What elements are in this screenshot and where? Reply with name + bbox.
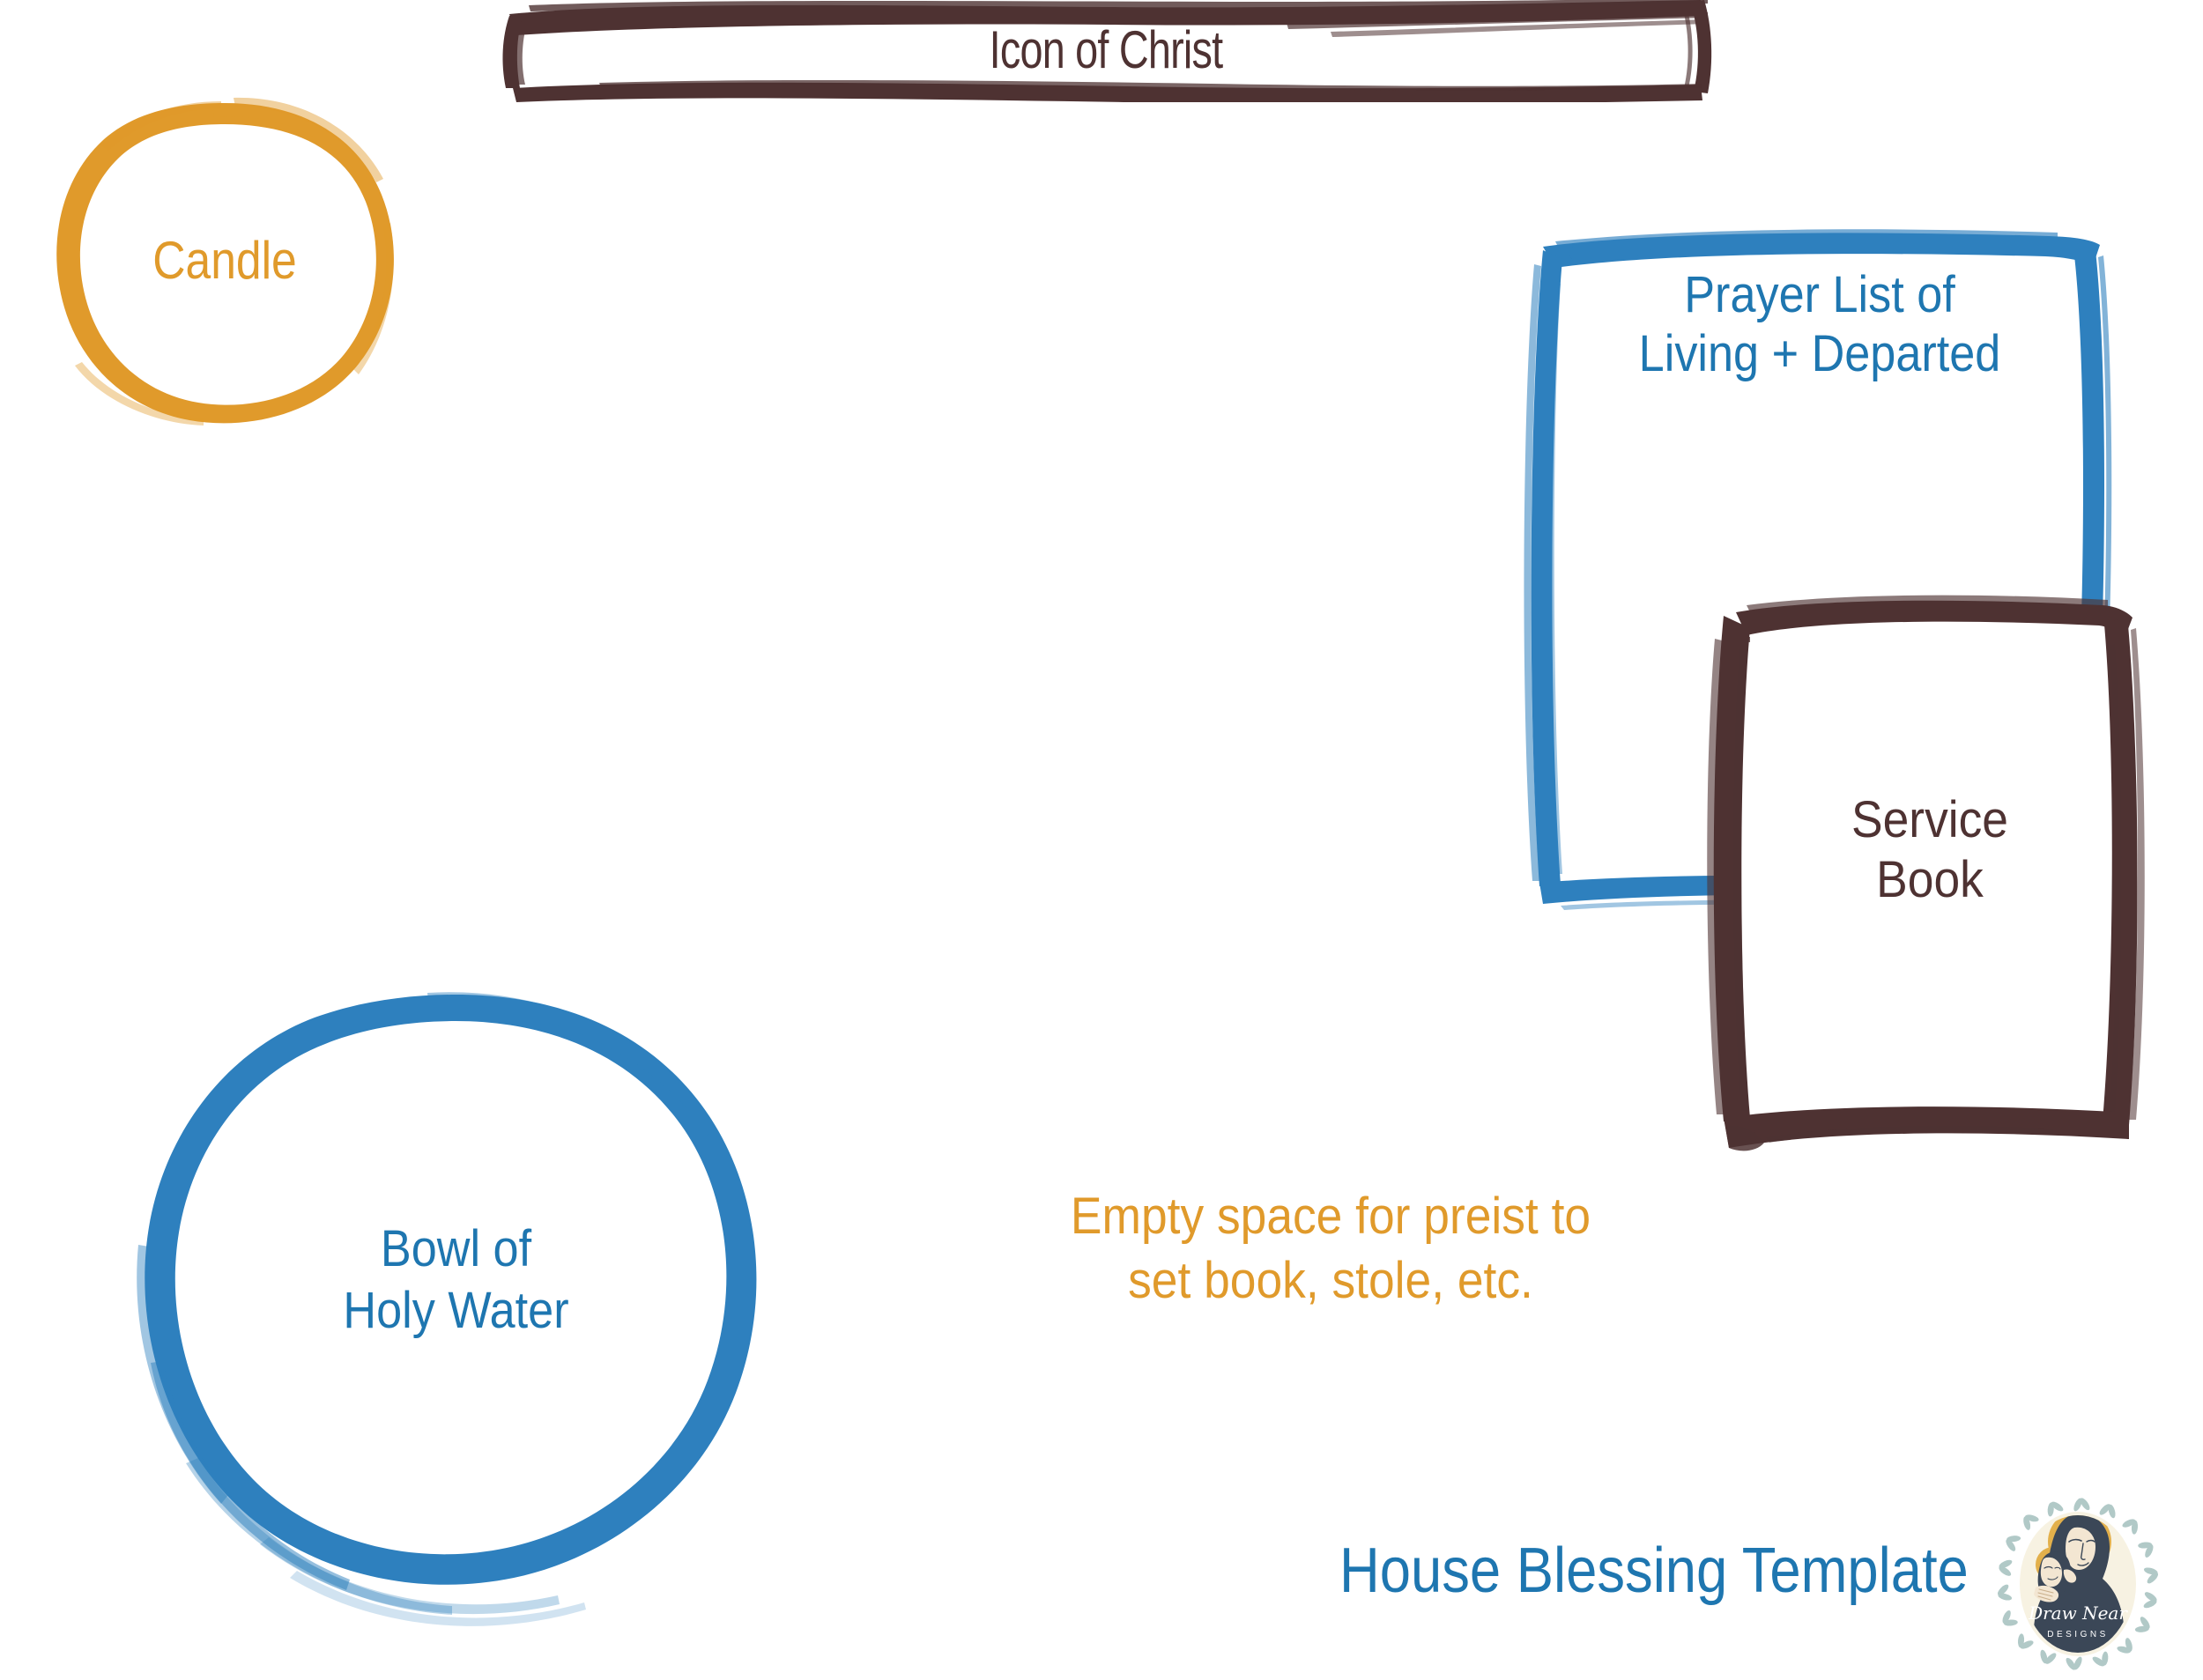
banner-brush-shape [502,0,1712,102]
holy-water-brush-circle [137,992,757,1626]
candle-brush-circle [56,97,394,426]
logo-script-text: Draw Near [2028,1602,2128,1624]
candle-circle[interactable]: Candle [48,84,401,436]
theotokos-icon-logo: Draw Near DESIGNS [1997,1498,2159,1670]
empty-space-note-line-1: Empty space for preist to [1070,1188,1591,1245]
icon-of-christ-banner[interactable]: Icon of Christ [493,0,1718,102]
empty-space-note-line-2: set book, stole, etc. [1128,1251,1533,1309]
empty-space-note: Empty space for preist to set book, stol… [990,1185,1672,1313]
page-title: House Blessing Template [1339,1536,1969,1606]
service-book-box[interactable]: Service Book [1701,586,2159,1167]
holy-water-bowl-circle[interactable]: Bowl of Holy Water [128,982,784,1639]
draw-near-designs-logo[interactable]: Draw Near DESIGNS [1990,1496,2166,1672]
service-book-brush-rect [1707,595,2145,1151]
logo-sub-text: DESIGNS [2047,1630,2109,1639]
